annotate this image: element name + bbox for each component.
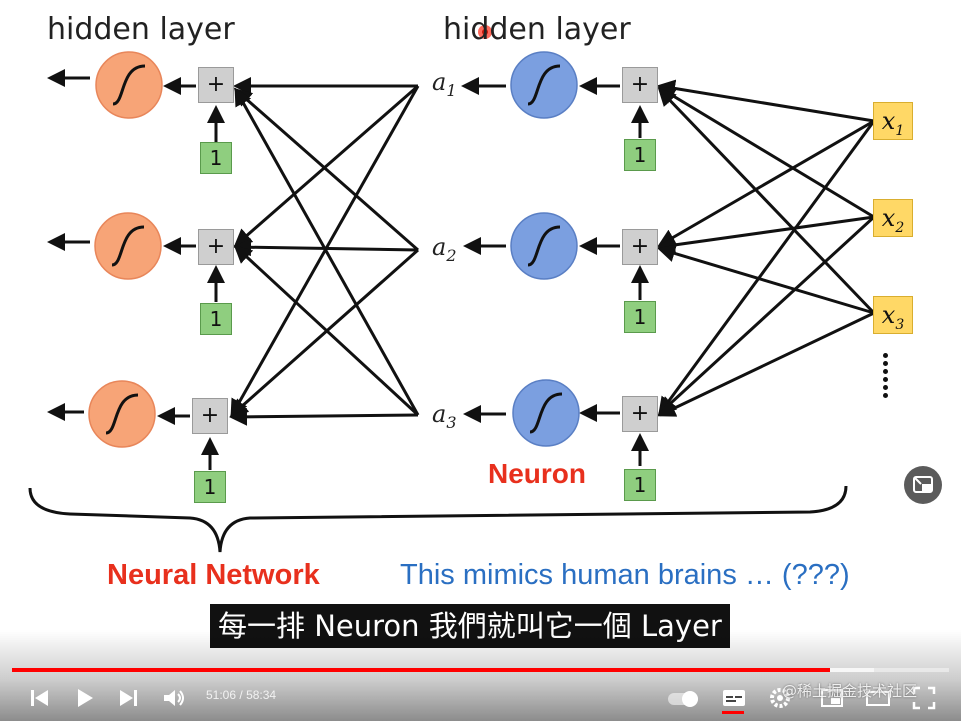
play-button[interactable] xyxy=(70,684,98,712)
sum-to-activation-arrows xyxy=(157,77,620,425)
activation-label-a3: a3 xyxy=(432,400,457,432)
neuron-left-3 xyxy=(88,380,156,448)
bias-box-right-1: 1 xyxy=(624,139,656,171)
autoplay-toggle[interactable] xyxy=(666,684,702,712)
sigmoid-icon xyxy=(111,225,145,267)
sigmoid-icon xyxy=(527,225,561,267)
left-layer-title: hidden layer xyxy=(47,12,235,47)
output-arrows xyxy=(47,69,506,423)
more-inputs-ellipsis xyxy=(883,350,893,401)
neuron-right-1 xyxy=(510,51,578,119)
sum-box-left-2: + xyxy=(198,229,234,265)
bias-box-left-1: 1 xyxy=(200,142,232,174)
pip-button[interactable] xyxy=(904,466,942,504)
sum-box-left-1: + xyxy=(198,67,234,103)
player-controls-background xyxy=(0,630,961,721)
duration: 58:34 xyxy=(246,688,277,702)
sum-box-right-1: + xyxy=(622,67,658,103)
sigmoid-icon xyxy=(527,64,561,106)
neuron-label: Neuron xyxy=(488,458,586,489)
bias-box-right-3: 1 xyxy=(624,469,656,501)
volume-button[interactable] xyxy=(160,684,188,712)
volume-icon xyxy=(164,690,184,706)
play-icon xyxy=(78,689,93,707)
miniplayer-icon xyxy=(821,689,843,707)
settings-button[interactable] xyxy=(766,684,794,712)
theater-icon xyxy=(866,691,890,706)
subtitles-icon xyxy=(723,690,745,706)
sum-box-left-3: + xyxy=(192,398,228,434)
time-separator: / xyxy=(239,688,243,702)
neuron-right-3 xyxy=(512,379,580,447)
watermark: @稀土掘金技术社区 xyxy=(782,682,918,700)
skip-previous-icon xyxy=(31,690,48,706)
caption-text: 每一排 Neuron 我們就叫它一個 Layer xyxy=(210,604,730,648)
sigmoid-icon xyxy=(529,392,563,434)
autoplay-toggle-icon xyxy=(668,691,698,707)
input-box-x3: x3 xyxy=(873,296,913,334)
mimics-brains-label: This mimics human brains … (???) xyxy=(400,559,850,591)
time-display: 51:06 / 58:34 xyxy=(206,688,276,702)
input-box-x2: x2 xyxy=(873,199,913,237)
previous-button[interactable] xyxy=(26,684,54,712)
bias-box-left-2: 1 xyxy=(200,303,232,335)
activation-label-a2: a2 xyxy=(432,233,457,265)
settings-icon xyxy=(770,688,790,708)
left-connections xyxy=(229,77,420,426)
neuron-left-2 xyxy=(94,212,162,280)
miniplayer-button[interactable] xyxy=(818,684,846,712)
skip-next-icon xyxy=(120,690,137,706)
theater-button[interactable] xyxy=(864,684,892,712)
bias-box-right-2: 1 xyxy=(624,301,656,333)
sigmoid-icon xyxy=(112,64,146,106)
input-box-x1: x1 xyxy=(873,102,913,140)
left-neurons xyxy=(88,51,163,448)
neural-network-label: Neural Network xyxy=(107,559,320,591)
fullscreen-icon xyxy=(912,686,936,710)
fullscreen-button[interactable] xyxy=(910,684,938,712)
sum-box-right-3: + xyxy=(622,396,658,432)
progress-bar[interactable] xyxy=(12,668,949,672)
neuron-left-1 xyxy=(95,51,163,119)
bias-box-left-3: 1 xyxy=(194,471,226,503)
sum-box-right-2: + xyxy=(622,229,658,265)
pip-icon xyxy=(913,476,933,493)
right-connections xyxy=(657,79,876,417)
subtitles-button[interactable] xyxy=(720,684,748,712)
right-layer-title: hidden layer xyxy=(443,12,631,47)
neuron-right-2 xyxy=(510,212,578,280)
sigmoid-icon xyxy=(105,393,139,435)
right-neurons xyxy=(510,51,580,447)
subtitles-active-indicator xyxy=(722,711,744,714)
bias-arrows xyxy=(201,105,649,470)
next-button[interactable] xyxy=(114,684,142,712)
progress-played xyxy=(12,668,830,672)
current-time: 51:06 xyxy=(206,688,237,702)
curly-brace xyxy=(28,485,848,553)
activation-label-a1: a1 xyxy=(432,68,457,100)
